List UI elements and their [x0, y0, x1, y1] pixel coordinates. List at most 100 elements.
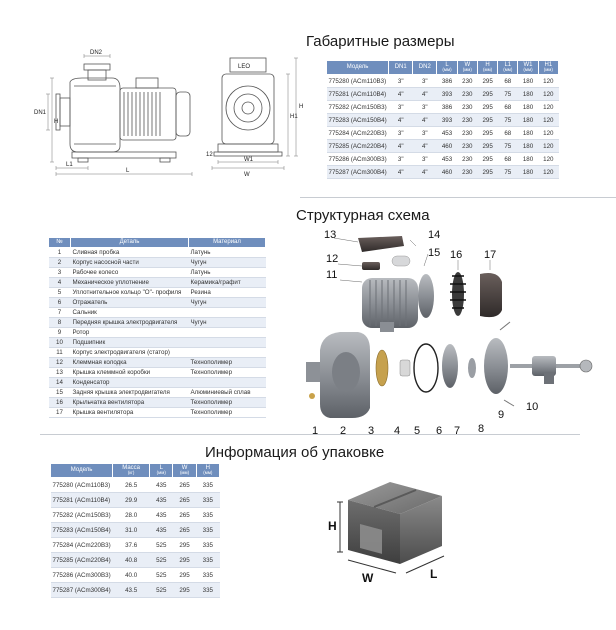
dims-col-w1: W1(мм) — [517, 59, 539, 76]
parts-col-part: Деталь — [70, 237, 189, 248]
pack-col-w: W(мм) — [172, 462, 197, 479]
pack-col-mass: Масса(кг) — [112, 462, 151, 479]
structure-title: Структурная схема — [296, 207, 430, 224]
pack-col-model: Модель — [49, 462, 114, 479]
part-deflector — [442, 344, 458, 388]
label-gap: 12 — [206, 152, 213, 158]
part-gland — [468, 358, 476, 378]
callout-2: 2 — [340, 425, 346, 437]
callout-14: 14 — [428, 229, 440, 241]
part-drain-plug — [309, 393, 315, 399]
part-terminal-block — [362, 262, 380, 270]
pack-col-l: L(мм) — [149, 462, 174, 479]
dimensions-title: Габаритные размеры — [306, 33, 455, 50]
divider-1 — [300, 197, 616, 198]
part-fan-cover — [480, 273, 502, 318]
part-bearing — [579, 359, 593, 373]
part-impeller — [375, 349, 389, 387]
label-dn2: DN2 — [90, 50, 103, 56]
callout-9: 9 — [498, 409, 504, 421]
pump-side-drawing: DN2 DN1 H L1 L — [34, 50, 193, 176]
callout-5: 5 — [414, 425, 420, 437]
pump-front-drawing: LEO H1 H 12 W1 W — [206, 57, 303, 178]
callout-3: 3 — [368, 425, 374, 437]
label-h-right: H — [299, 104, 303, 110]
label-w1: W1 — [244, 157, 254, 163]
label-h-left: H — [54, 119, 58, 125]
dims-col-dn2: DN2 — [412, 59, 438, 76]
packaging-table-header: Модель Масса(кг) L(мм) W(мм) H(мм) — [49, 462, 221, 479]
part-front-cover — [484, 321, 515, 407]
dims-col-h1: H1(мм) — [537, 59, 560, 76]
dims-col-l: L(мм) — [436, 59, 458, 76]
callout-15: 15 — [428, 247, 440, 259]
dims-col-h: H(мм) — [476, 59, 499, 76]
callout-7: 7 — [454, 425, 460, 437]
part-rear-cover — [418, 274, 434, 318]
dims-col-w: W(мм) — [456, 59, 478, 76]
label-l: L — [126, 168, 130, 174]
part-fan — [450, 272, 466, 316]
callout-12: 12 — [326, 253, 338, 265]
packaging-table: Модель Масса(кг) L(мм) W(мм) H(мм) 77528… — [49, 462, 221, 599]
callout-1: 1 — [312, 425, 318, 437]
callout-8: 8 — [478, 423, 484, 435]
callout-6: 6 — [436, 425, 442, 437]
part-motor-housing — [362, 278, 418, 332]
callout-13: 13 — [324, 229, 336, 241]
part-pump-body — [306, 332, 370, 418]
part-terminal-cover — [358, 236, 404, 252]
parts-col-number: № — [48, 237, 71, 248]
parts-col-material: Материал — [188, 237, 266, 248]
dims-col-model: Модель — [325, 59, 390, 76]
part-seal — [399, 359, 411, 377]
dims-col-dn1: DN1 — [388, 59, 414, 76]
package-box-illustration: H W L — [328, 482, 445, 585]
parts-table-header: № Деталь Материал — [48, 237, 266, 248]
packaging-title: Информация об упаковке — [205, 444, 385, 461]
pack-col-h: H(мм) — [195, 462, 221, 479]
label-logo: LEO — [238, 64, 250, 70]
divider-2 — [40, 434, 580, 435]
callout-17: 17 — [484, 249, 496, 261]
part-capacitor — [391, 255, 411, 267]
dimensions-table-header: Модель DN1 DN2 L(мм) W(мм) H(мм) L1(мм) … — [325, 59, 560, 76]
label-l1: L1 — [66, 162, 73, 168]
callout-10: 10 — [526, 401, 538, 413]
box-label-l: L — [430, 567, 437, 581]
label-dn1: DN1 — [34, 110, 47, 116]
callout-11: 11 — [326, 269, 337, 281]
part-rotor — [510, 356, 580, 384]
callout-4: 4 — [394, 425, 400, 437]
